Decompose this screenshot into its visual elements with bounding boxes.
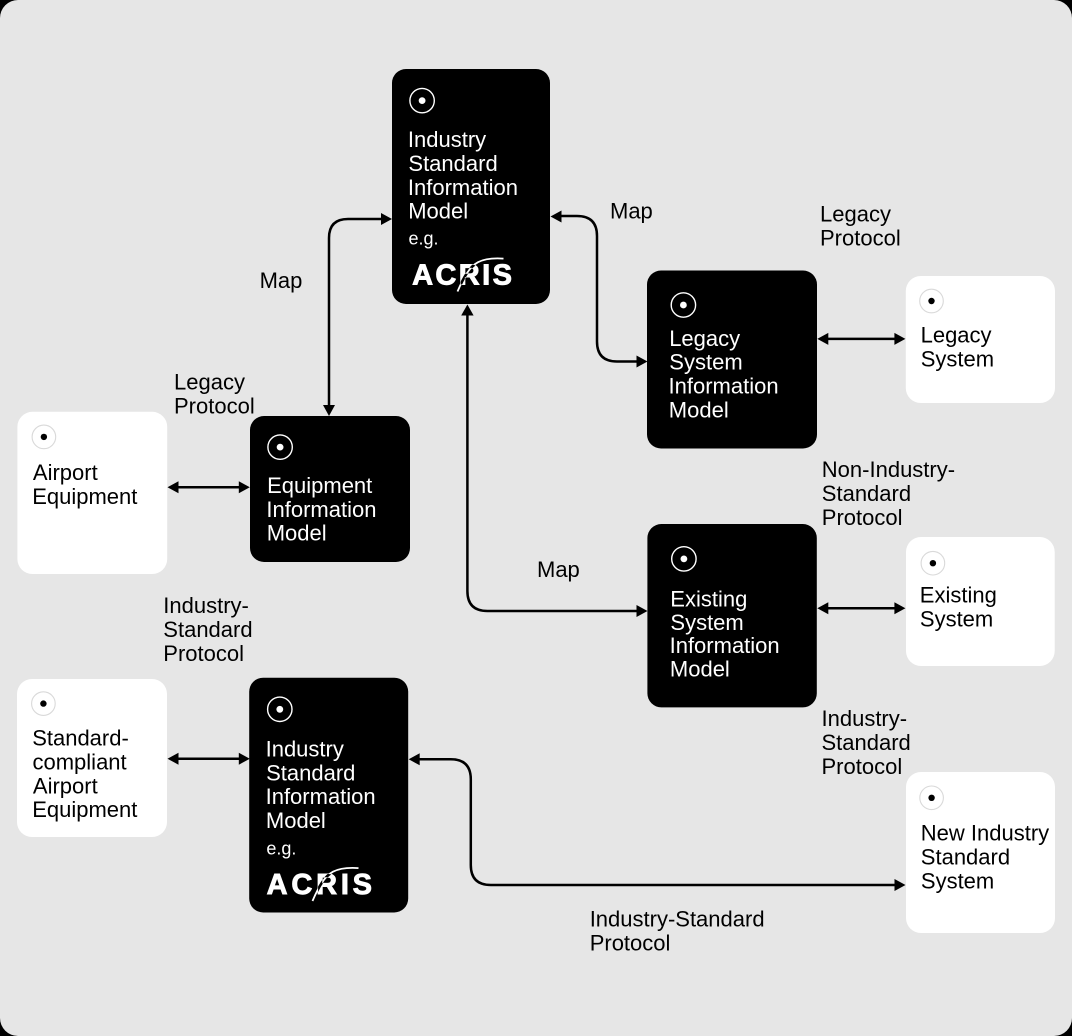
svg-text:Protocol: Protocol [590,931,671,956]
svg-text:Equipment: Equipment [32,484,137,509]
svg-text:compliant: compliant [33,749,127,774]
svg-text:Map: Map [610,199,653,224]
svg-text:Protocol: Protocol [820,226,901,251]
svg-text:Information: Information [266,497,376,522]
svg-text:Standard: Standard [408,151,497,176]
svg-text:Standard: Standard [822,481,911,506]
svg-text:e.g.: e.g. [409,229,439,249]
svg-text:Airport: Airport [33,773,98,798]
svg-text:New Industry: New Industry [921,821,1049,846]
svg-text:Model: Model [670,657,730,682]
svg-text:Non-Industry-: Non-Industry- [822,457,955,482]
svg-text:Model: Model [266,808,326,833]
svg-text:ACRIS: ACRIS [412,260,514,292]
svg-text:Model: Model [408,199,468,224]
svg-text:System: System [921,346,994,371]
svg-text:Equipment: Equipment [267,473,372,498]
svg-text:System: System [920,607,993,632]
svg-text:Legacy: Legacy [174,370,245,395]
svg-text:Legacy: Legacy [820,202,891,227]
svg-text:Standard: Standard [266,760,355,785]
svg-text:Standard: Standard [163,617,252,642]
svg-text:Map: Map [260,268,303,293]
svg-text:System: System [921,868,994,893]
svg-text:e.g.: e.g. [266,838,296,858]
svg-text:System: System [670,610,743,635]
svg-text:Protocol: Protocol [822,505,903,530]
svg-text:Industry-: Industry- [822,706,908,731]
svg-text:Information: Information [670,633,780,658]
svg-text:Standard: Standard [921,844,1010,869]
svg-text:Existing: Existing [670,587,747,612]
svg-text:Existing: Existing [920,583,997,608]
svg-text:Protocol: Protocol [174,394,255,419]
svg-text:Industry-: Industry- [163,593,249,618]
svg-text:Airport: Airport [33,460,98,485]
svg-text:Protocol: Protocol [822,754,903,779]
svg-text:Legacy: Legacy [669,326,740,351]
svg-text:Equipment: Equipment [32,797,137,822]
svg-text:Information: Information [408,175,518,200]
svg-text:Information: Information [669,374,779,399]
svg-text:Industry: Industry [266,736,344,761]
svg-text:Model: Model [267,521,327,546]
svg-text:Industry: Industry [408,127,486,152]
svg-text:Standard-: Standard- [32,726,129,751]
svg-text:Protocol: Protocol [163,641,244,666]
svg-text:Information: Information [266,784,376,809]
svg-text:Standard: Standard [822,730,911,755]
svg-text:Industry-Standard: Industry-Standard [590,907,765,932]
svg-text:Legacy: Legacy [921,323,992,348]
svg-text:Map: Map [537,557,580,582]
svg-text:System: System [669,350,742,375]
svg-text:Model: Model [669,398,729,423]
